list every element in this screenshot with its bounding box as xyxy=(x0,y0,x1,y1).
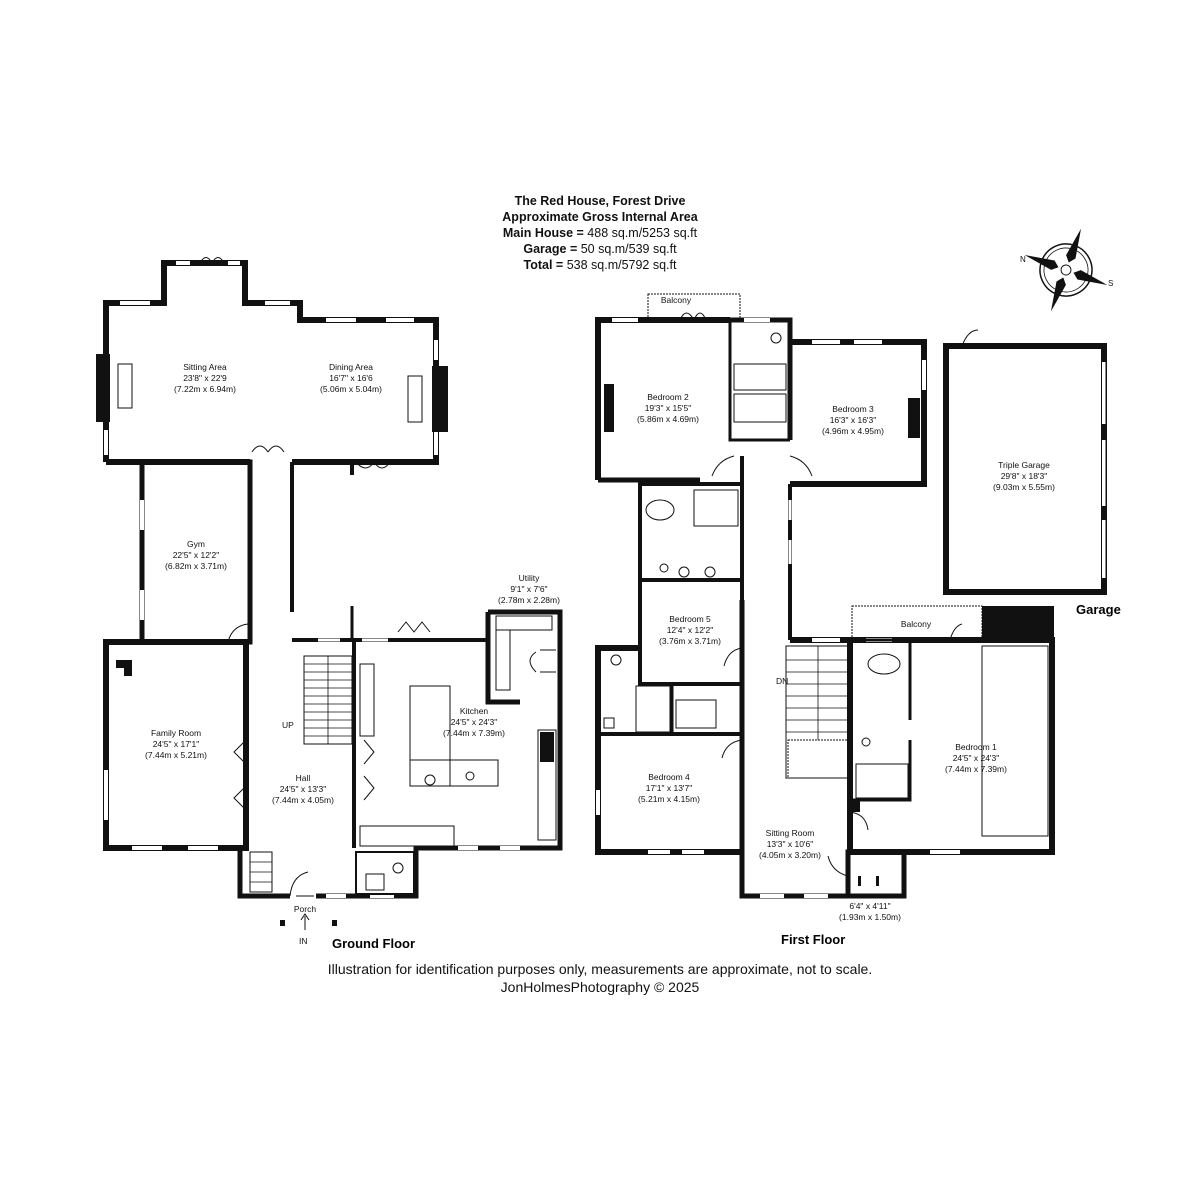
entrance-label: IN xyxy=(299,936,308,946)
gym-size: 22'5" x 12'2" xyxy=(173,550,220,560)
footer: Illustration for identification purposes… xyxy=(200,960,1000,996)
triple-garage-size: 29'8" x 18'3" xyxy=(1001,471,1048,481)
triple-garage-name: Triple Garage xyxy=(998,460,1050,470)
sitting-dining-wall xyxy=(103,260,439,465)
credit: JonHolmesPhotography © 2025 xyxy=(500,979,700,995)
store-size: 6'4" x 4'11" xyxy=(849,901,890,911)
sitting-room-name: Sitting Room xyxy=(766,828,815,838)
garage-area: Garage = 50 sq.m/539 sq.ft xyxy=(523,242,677,256)
balcony-label-bedroom1: Balcony xyxy=(901,619,932,629)
fireplace xyxy=(432,366,448,432)
ground-floor-plan xyxy=(96,257,563,930)
bedroom3-metric: (4.96m x 4.95m) xyxy=(822,426,884,436)
property-title: The Red House, Forest Drive xyxy=(514,194,686,208)
hall-metric: (7.44m x 4.05m) xyxy=(272,795,334,805)
stairs-up-label: UP xyxy=(282,720,294,730)
dining-area-name: Dining Area xyxy=(329,362,373,372)
sitting-area-metric: (7.22m x 6.94m) xyxy=(174,384,236,394)
bedroom5-size: 12'4" x 12'2" xyxy=(667,625,714,635)
bedroom1-name: Bedroom 1 xyxy=(955,742,997,752)
fireplace xyxy=(96,354,110,422)
family-room-walls xyxy=(103,639,249,851)
bedroom1-size: 24'5" x 24'3" xyxy=(953,753,1000,763)
sitting-area-name: Sitting Area xyxy=(183,362,227,372)
bedroom2-size: 19'3" x 15'5" xyxy=(645,403,692,413)
bedroom3-size: 16'3" x 16'3" xyxy=(830,415,877,425)
ground-floor-label: Ground Floor xyxy=(332,936,415,951)
main-house-area: Main House = 488 sq.m/5253 sq.ft xyxy=(502,226,698,240)
compass-south: S xyxy=(1108,279,1113,288)
sitting-room-metric: (4.05m x 3.20m) xyxy=(759,850,821,860)
bedroom4-metric: (5.21m x 4.15m) xyxy=(638,794,700,804)
first-floor-label: First Floor xyxy=(781,932,845,947)
utility-name: Utility xyxy=(519,573,541,583)
kitchen-metric: (7.44m x 7.39m) xyxy=(443,728,505,738)
compass-rose-icon xyxy=(1024,228,1108,312)
bedroom4-walls xyxy=(595,645,742,855)
bedroom4-name: Bedroom 4 xyxy=(648,772,690,782)
bedroom1-metric: (7.44m x 7.39m) xyxy=(945,764,1007,774)
sitting-room-size: 13'3" x 10'6" xyxy=(767,839,814,849)
bedroom5-metric: (3.76m x 3.71m) xyxy=(659,636,721,646)
garage-label: Garage xyxy=(1076,602,1121,617)
balcony-label-top: Balcony xyxy=(661,295,692,305)
bedroom2-metric: (5.86m x 4.69m) xyxy=(637,414,699,424)
family-room-metric: (7.44m x 5.21m) xyxy=(145,750,207,760)
area-title: Approximate Gross Internal Area xyxy=(502,210,698,224)
kitchen-size: 24'5" x 24'3" xyxy=(451,717,498,727)
compass-north: N xyxy=(1020,255,1026,264)
bedroom5-name: Bedroom 5 xyxy=(669,614,711,624)
porch-name: Porch xyxy=(294,904,316,914)
gym-metric: (6.82m x 3.71m) xyxy=(165,561,227,571)
bedroom4-size: 17'1" x 13'7" xyxy=(646,783,693,793)
family-room-size: 24'5" x 17'1" xyxy=(153,739,200,749)
utility-metric: (2.78m x 2.28m) xyxy=(498,595,560,605)
hall-size: 24'5" x 13'3" xyxy=(280,784,327,794)
triple-garage-metric: (9.03m x 5.55m) xyxy=(993,482,1055,492)
family-room-name: Family Room xyxy=(151,728,201,738)
total-area: Total = 538 sq.m/5792 sq.ft xyxy=(523,258,677,272)
store-metric: (1.93m x 1.50m) xyxy=(839,912,901,922)
dining-area-metric: (5.06m x 5.04m) xyxy=(320,384,382,394)
bedroom2-name: Bedroom 2 xyxy=(647,392,689,402)
bedroom3-name: Bedroom 3 xyxy=(832,404,874,414)
hall-name: Hall xyxy=(296,773,311,783)
stairs-down-label: DN xyxy=(776,676,788,686)
utility-size: 9'1" x 7'6" xyxy=(510,584,547,594)
gym-name: Gym xyxy=(187,539,205,549)
sitting-area-size: 23'8" x 22'9 xyxy=(183,373,227,383)
garage-plan xyxy=(943,329,1107,595)
dining-area-size: 16'7" x 16'6 xyxy=(329,373,373,383)
bedroom2-walls xyxy=(595,317,730,480)
kitchen-name: Kitchen xyxy=(460,706,489,716)
disclaimer: Illustration for identification purposes… xyxy=(327,961,873,977)
first-floor-plan xyxy=(595,293,1055,899)
area-summary: The Red House, Forest Drive Approximate … xyxy=(400,193,800,273)
